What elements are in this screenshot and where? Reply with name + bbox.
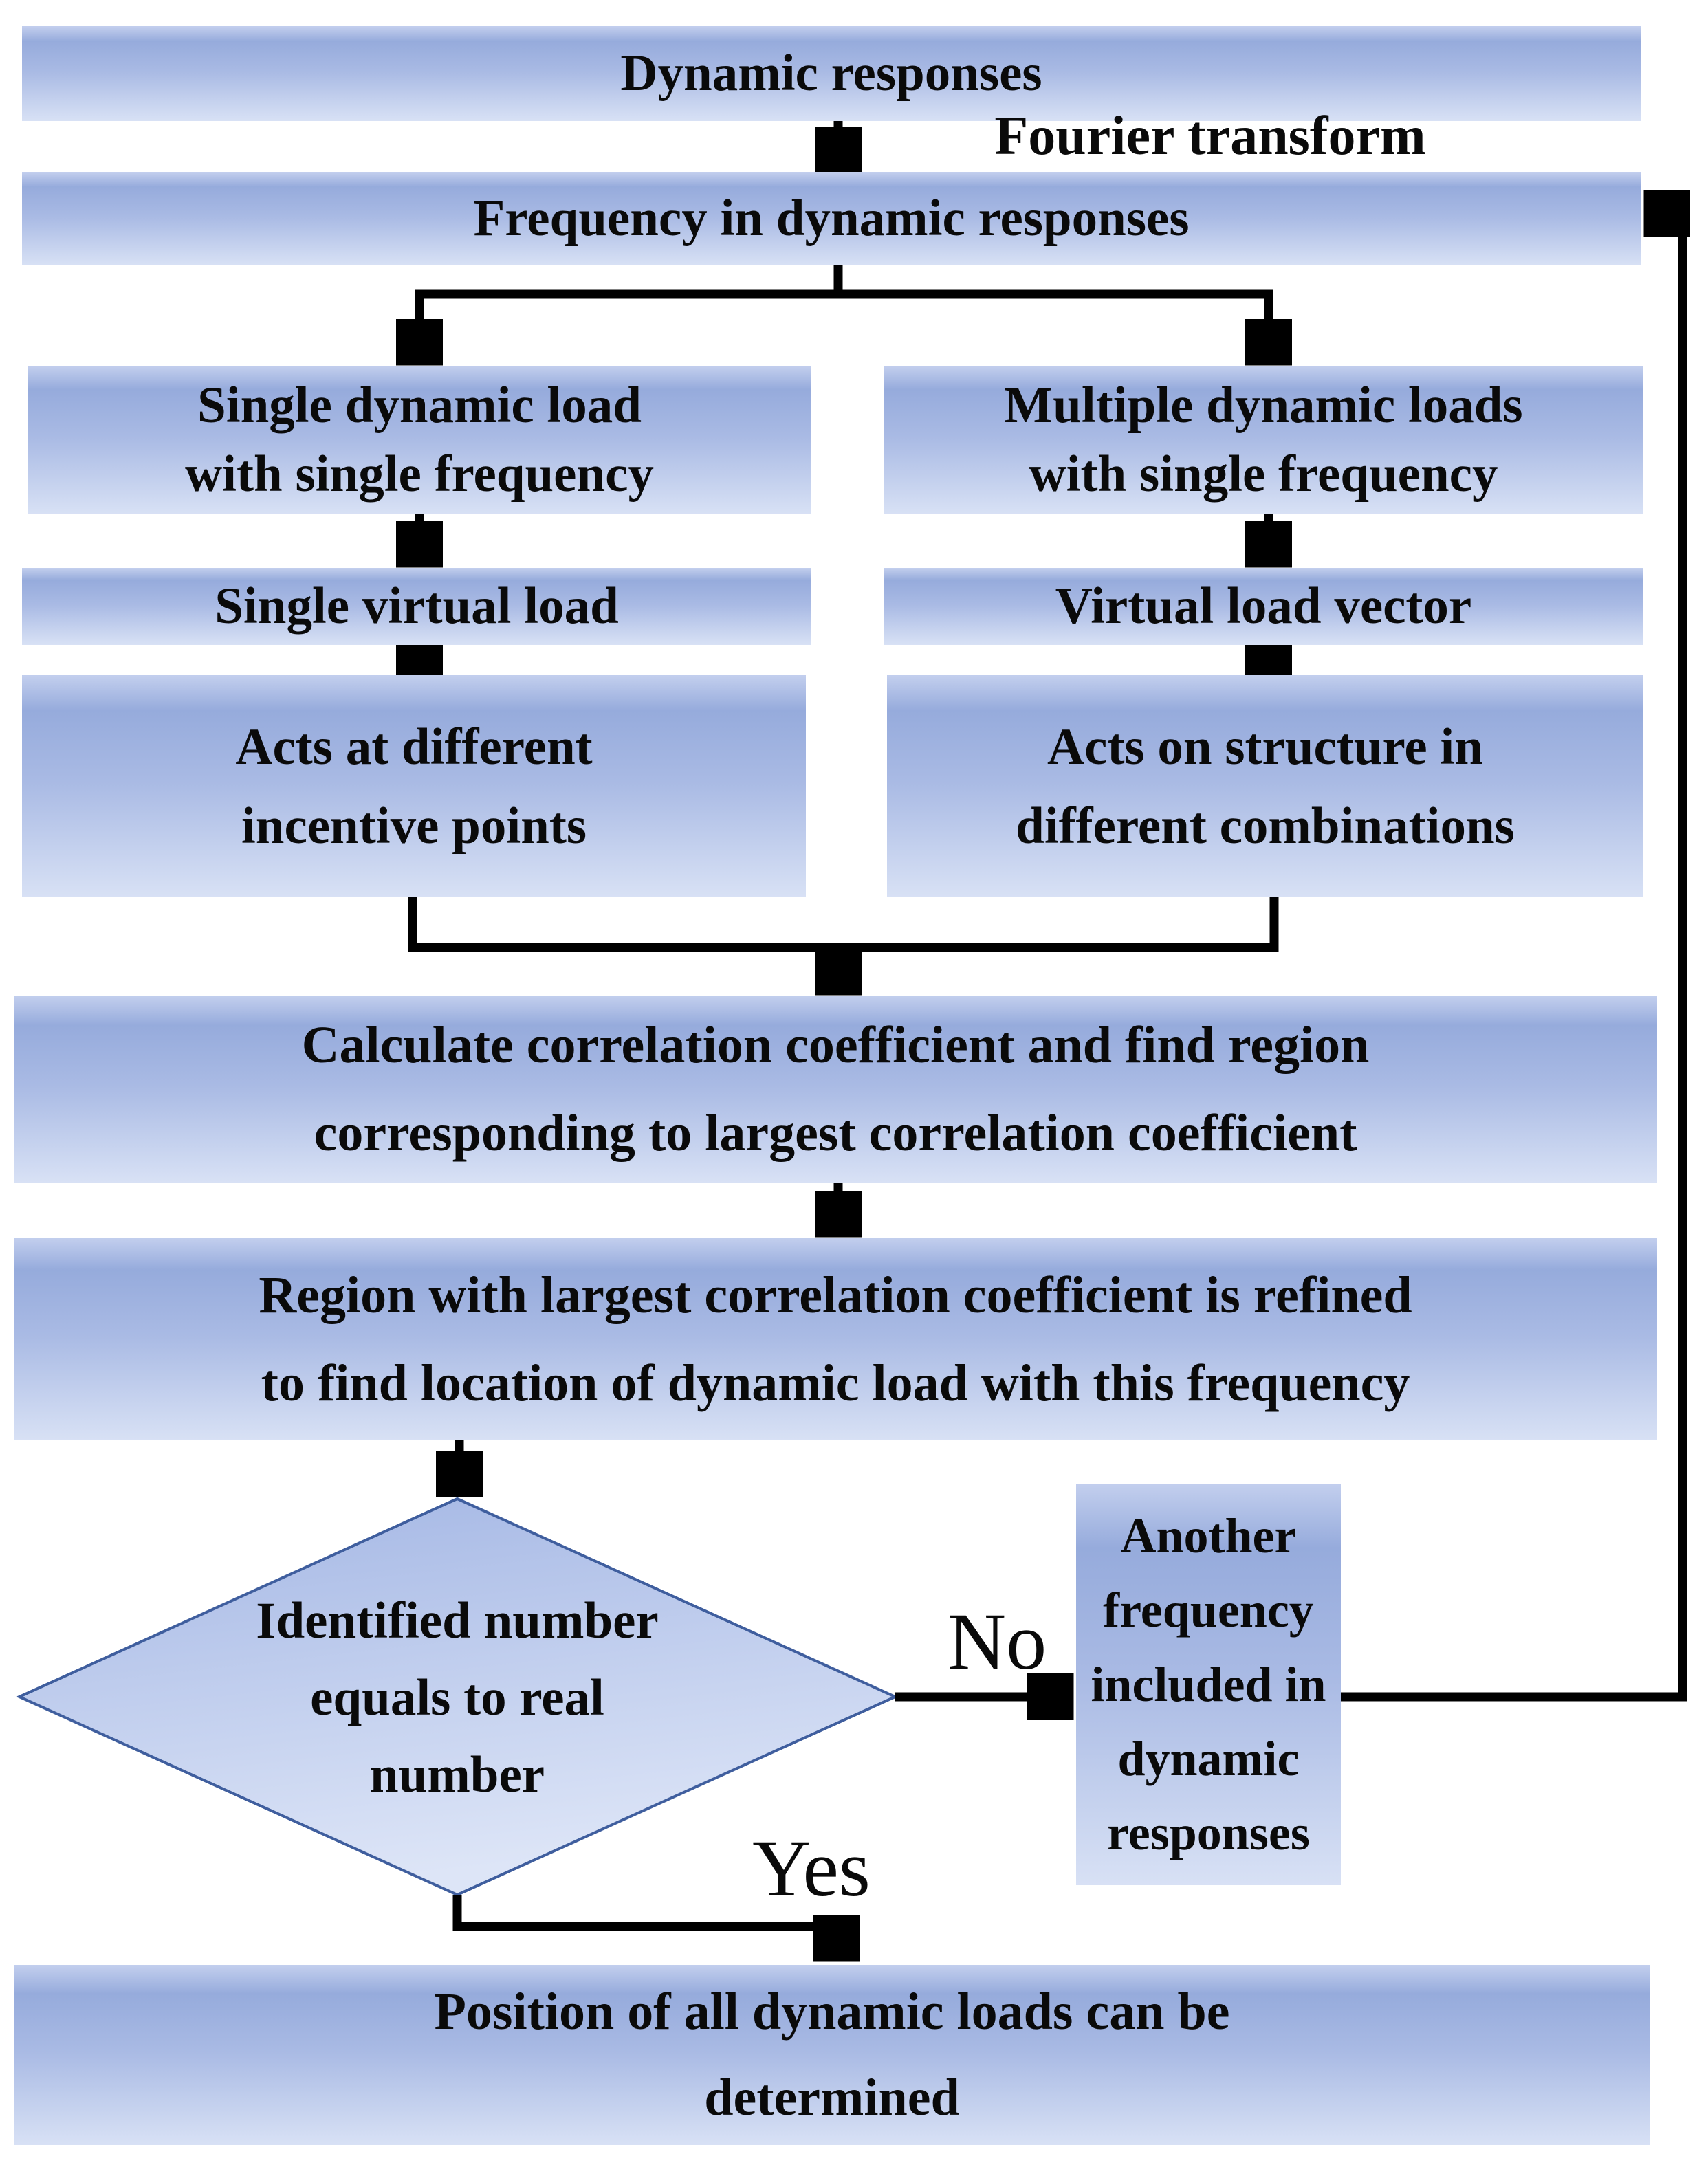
label-fourier-transform: Fourier transform [994,105,1426,166]
node-multiple-dynamic-loads: Multiple dynamic loads with single frequ… [884,366,1643,514]
node-frequency-in-dynamic-responses: Frequency in dynamic responses [22,172,1641,265]
edge-feedback-loop [1341,213,1683,1702]
node-decision-identified-number: Identified number equals to real number [256,1592,659,1803]
edge-split-right [838,289,1269,356]
edge-merge-right [838,897,1279,952]
node-acts-incentive-points: Acts at different incentive points [22,675,806,897]
edge-merge-left [408,897,838,952]
node-virtual-load-vector: Virtual load vector [884,568,1643,645]
node-single-dynamic-load: Single dynamic load with single frequenc… [28,366,811,514]
edge-split-left [419,265,843,356]
label-no: No [947,1596,1047,1686]
node-region-refined: Region with largest correlation coeffici… [14,1238,1657,1440]
node-single-virtual-load: Single virtual load [22,568,811,645]
node-position-determined: Position of all dynamic loads can be det… [14,1965,1650,2145]
node-dynamic-responses: Dynamic responses [22,26,1641,121]
edge-yes [452,1895,836,1953]
node-acts-structure-combinations: Acts on structure in different combinati… [887,675,1643,897]
label-yes: Yes [752,1823,871,1913]
node-another-frequency: Another frequency included in dynamic re… [1076,1484,1341,1885]
node-calculate-correlation: Calculate correlation coefficient and fi… [14,996,1657,1183]
